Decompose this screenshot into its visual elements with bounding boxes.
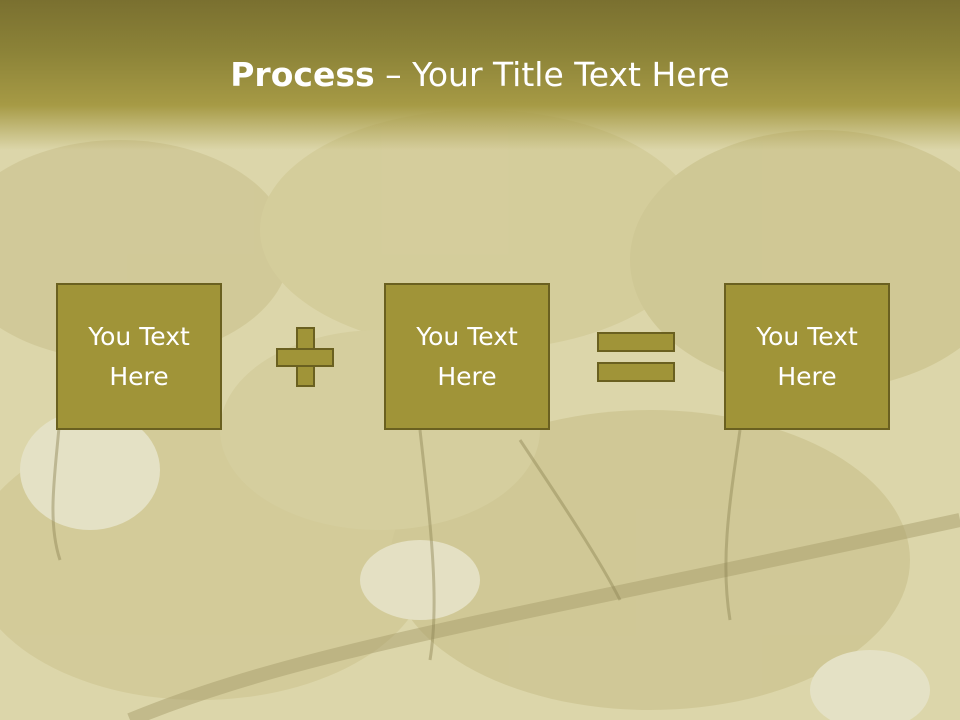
process-box-3-line2: Here xyxy=(777,361,837,391)
slide-title: Process – Your Title Text Here xyxy=(0,50,960,100)
plus-icon xyxy=(276,327,334,387)
equals-icon xyxy=(597,332,675,382)
title-rest: – Your Title Text Here xyxy=(374,55,730,94)
title-bar xyxy=(0,0,960,150)
process-box-3-line1: You Text xyxy=(756,321,858,351)
process-box-1-line1: You Text xyxy=(88,321,190,351)
process-box-2-line2: Here xyxy=(437,361,497,391)
process-box-1-line2: Here xyxy=(109,361,169,391)
title-bold: Process xyxy=(230,55,375,94)
process-box-2-line1: You Text xyxy=(416,321,518,351)
